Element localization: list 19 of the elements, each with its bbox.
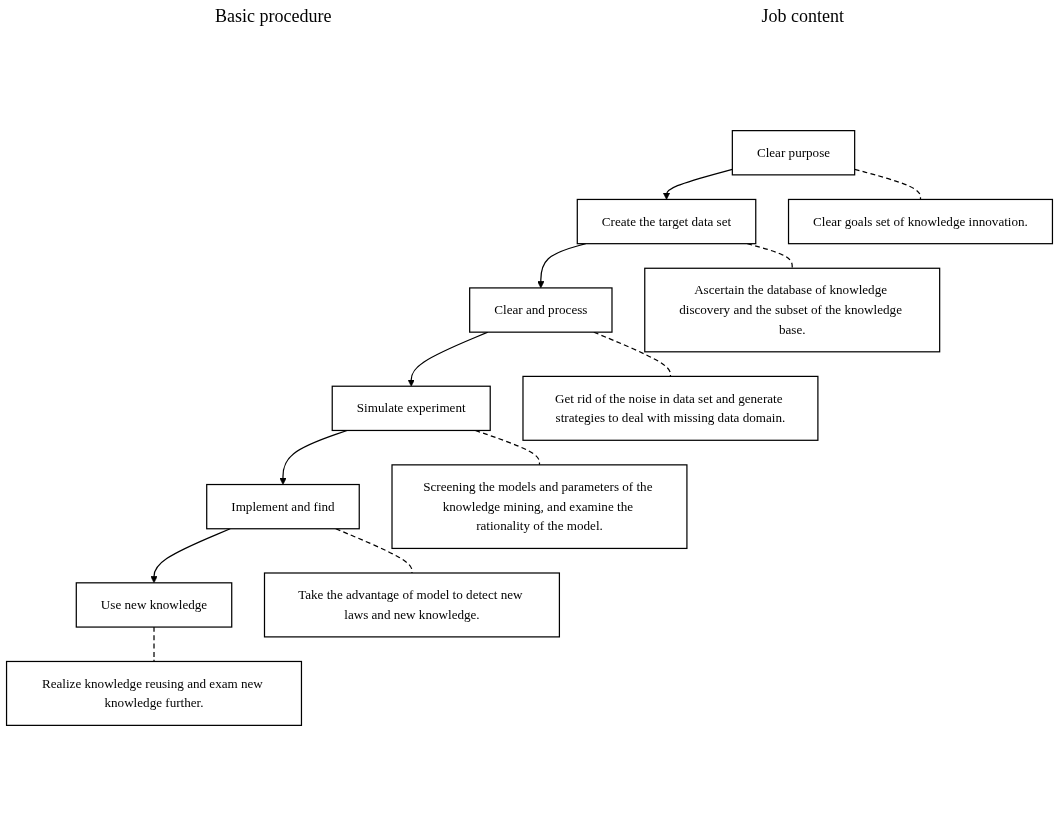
arrow	[662, 168, 733, 200]
node-box: Clear purpose	[731, 130, 856, 176]
node-box: Get rid of the noise in data set and generate strategies to deal with missing data domain.	[522, 375, 819, 441]
node-box: Implement and find	[206, 483, 360, 530]
node-box: Screening the models and parameters of the knowledge mining, and examine the rationality of the model.	[391, 464, 688, 550]
node-box: Clear and process	[469, 287, 613, 333]
node-box: Clear goals set of knowledge innovation.	[787, 198, 1054, 245]
node-box: Use new knowledge	[75, 582, 233, 628]
column-heading: Job content	[761, 6, 844, 27]
node-box: Realize knowledge reusing and exam new knowledge further.	[5, 660, 303, 726]
node-box: Simulate experiment	[331, 385, 491, 432]
connector	[153, 626, 155, 663]
node-box: Ascertain the database of knowledge discovery and the subset of the knowledge base.	[644, 267, 941, 353]
column-heading: Basic procedure	[215, 6, 332, 27]
arrow	[150, 528, 231, 584]
node-box: Create the target data set	[576, 198, 757, 245]
connector	[854, 168, 922, 201]
arrow	[279, 429, 348, 485]
node-box: Take the advantage of model to detect new laws and new knowledge.	[263, 572, 561, 638]
